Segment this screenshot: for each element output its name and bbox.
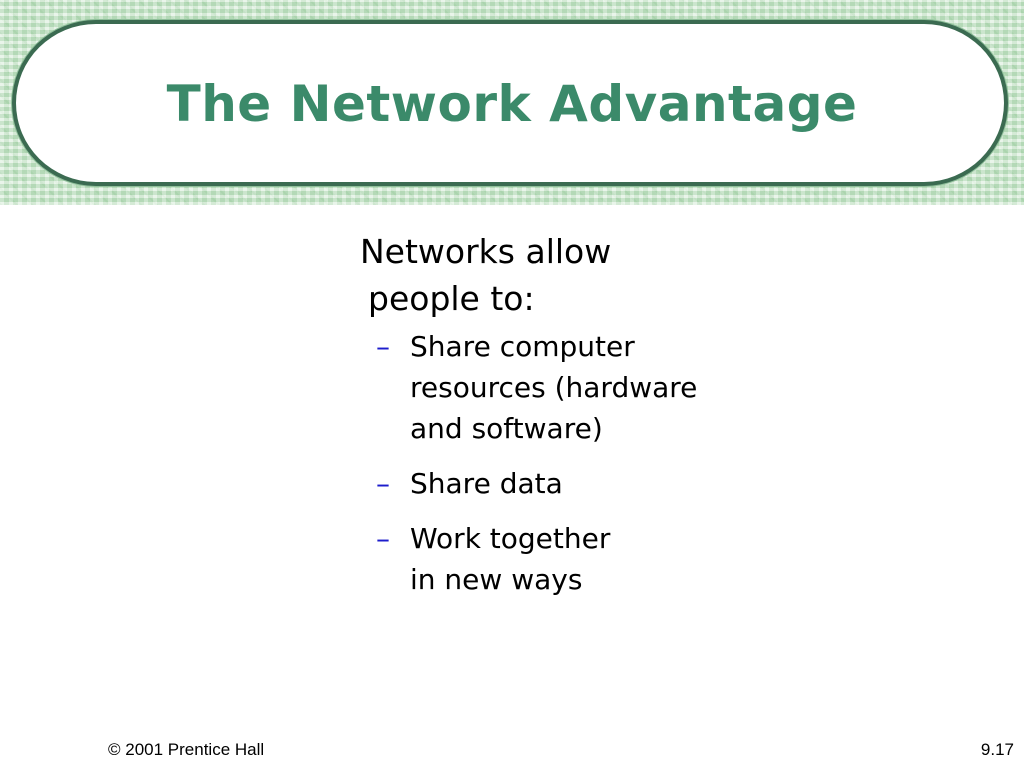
bullet-line: resources (hardware	[410, 371, 698, 404]
bullet-line: Share computer	[410, 330, 635, 363]
bullet-line: Work together	[410, 522, 611, 555]
bullet-dash-icon: –	[376, 330, 390, 363]
bullet-list: – Share computer resources (hardware and…	[360, 326, 780, 600]
bullet-dash-icon: –	[376, 522, 390, 555]
bullet-text: Work together in new ways	[410, 518, 780, 600]
bullet-line: Share data	[410, 467, 563, 500]
intro-line: Networks allow	[360, 232, 612, 271]
bullet-item: – Share data	[360, 463, 780, 504]
footer-copyright: © 2001 Prentice Hall	[108, 740, 265, 759]
bullet-line: in new ways	[410, 563, 583, 596]
title-frame	[12, 20, 1008, 186]
bullet-line: and software)	[410, 412, 603, 445]
intro-line: people to:	[368, 279, 535, 318]
bullet-text: Share data	[410, 463, 780, 504]
intro-text: Networks allow people to:	[360, 228, 780, 322]
slide-content: Networks allow people to: – Share comput…	[360, 228, 780, 614]
slide-title: The Network Advantage	[166, 75, 858, 133]
bullet-dash-icon: –	[376, 467, 390, 500]
bullet-item: – Work together in new ways	[360, 518, 780, 600]
bullet-item: – Share computer resources (hardware and…	[360, 326, 780, 449]
footer-slide-number: 9.17	[980, 740, 1014, 759]
bullet-text: Share computer resources (hardware and s…	[410, 326, 780, 449]
